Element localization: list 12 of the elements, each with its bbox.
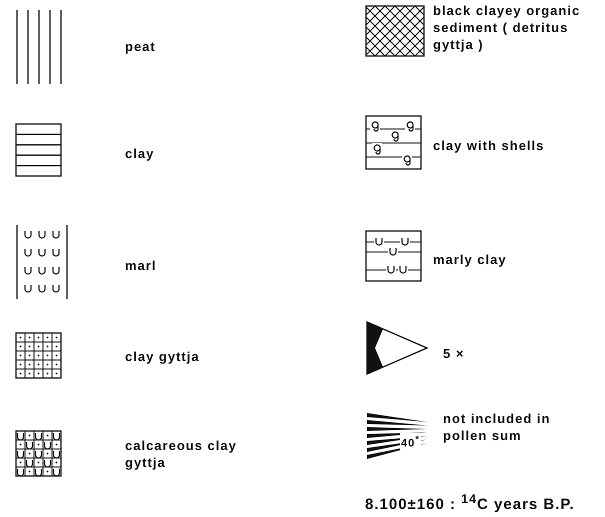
legend-label: clay with shells [433, 137, 546, 154]
legend-label: marly clay [433, 251, 508, 268]
legend-label: peat [125, 38, 157, 55]
legend-label: calcareous clay gyttja [125, 437, 238, 471]
legend-label: clay gyttja [125, 348, 201, 365]
legend-label: marl [125, 257, 158, 274]
legend-label: clay [125, 145, 156, 162]
legend-label: black clayey organic sediment ( detritus gyttja ) [433, 2, 582, 53]
value-label: 40$^{*}$ [400, 433, 421, 450]
legend-label: not included in pollen sum [443, 410, 552, 444]
legend-label: 5 × [443, 345, 466, 362]
footnote: 8.100±160 : $^{14}$C years B.P. [365, 491, 575, 513]
